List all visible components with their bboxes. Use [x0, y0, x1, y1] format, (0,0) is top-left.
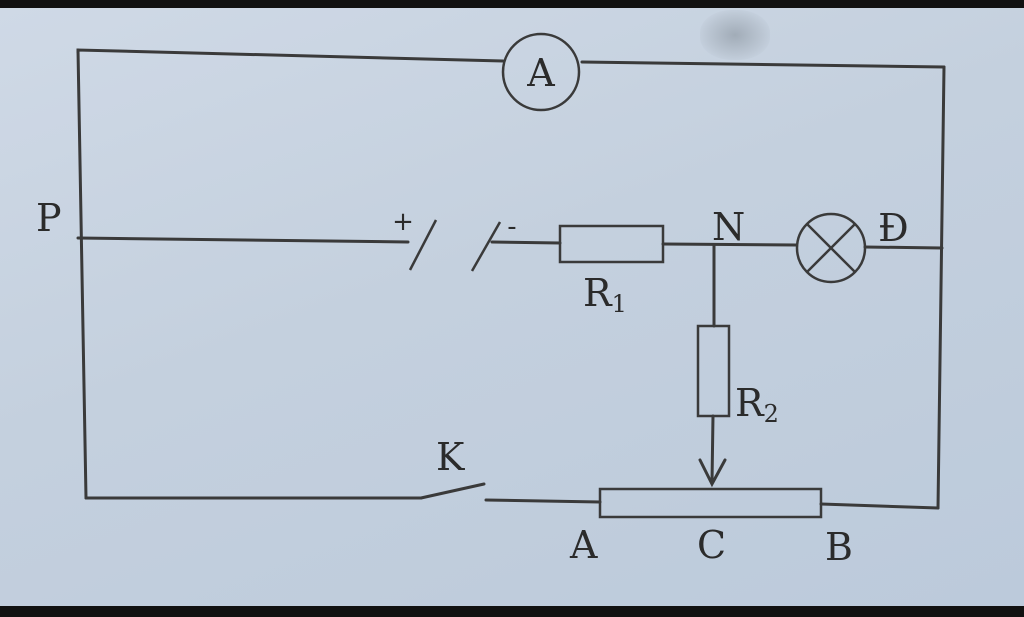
- switch-k-blade: [419, 482, 486, 500]
- wire-top-right: [580, 60, 946, 69]
- battery-plus-sign: +: [392, 207, 414, 237]
- ammeter: A: [501, 32, 581, 112]
- battery-plate-negative: [470, 221, 502, 272]
- wire-switch-to-a: [484, 498, 602, 504]
- rheostat: [598, 487, 823, 519]
- resistor-r2: R2: [696, 324, 779, 428]
- rheostat-body: [598, 487, 823, 519]
- wire-lamp-to-right: [863, 245, 944, 250]
- wire-battery-to-r1: [490, 240, 562, 245]
- battery-minus-sign: -: [507, 212, 516, 242]
- end-a-label: A: [569, 523, 598, 567]
- wire-b-to-right: [819, 502, 940, 510]
- wire-r2-to-slider: [710, 414, 715, 484]
- slider-c-label: C: [697, 523, 726, 567]
- resistor-r1-label: R1: [583, 271, 627, 318]
- slider-arrow-head: [698, 458, 727, 488]
- node-n-label: N: [712, 205, 745, 249]
- node-p-label: P: [36, 196, 62, 240]
- ammeter-circle: [501, 32, 581, 112]
- battery-plate-positive: [408, 219, 438, 271]
- end-b-label: B: [825, 525, 853, 569]
- circuit-diagram: A + - R1 N Đ P R: [36, 32, 946, 569]
- circuit-photo: A + - R1 N Đ P R: [0, 8, 1024, 606]
- wire-r1-to-lamp: [661, 242, 798, 247]
- lamp-label: Đ: [878, 206, 909, 250]
- wire-p-to-battery: [76, 236, 410, 244]
- lamp: [795, 212, 867, 284]
- resistor-r1-body: [558, 224, 665, 264]
- switch-k-label: K: [436, 435, 465, 479]
- resistor-r2-label: R2: [735, 381, 779, 428]
- battery: + -: [392, 207, 517, 272]
- ammeter-label: A: [526, 51, 555, 95]
- lamp-cross-2: [806, 223, 856, 273]
- paper-stain: [700, 10, 770, 60]
- wire-left: [76, 48, 88, 500]
- resistor-r2-body: [696, 324, 731, 418]
- wire-top-left: [76, 48, 505, 63]
- wire-right: [936, 65, 946, 510]
- resistor-r1: R1: [558, 224, 665, 318]
